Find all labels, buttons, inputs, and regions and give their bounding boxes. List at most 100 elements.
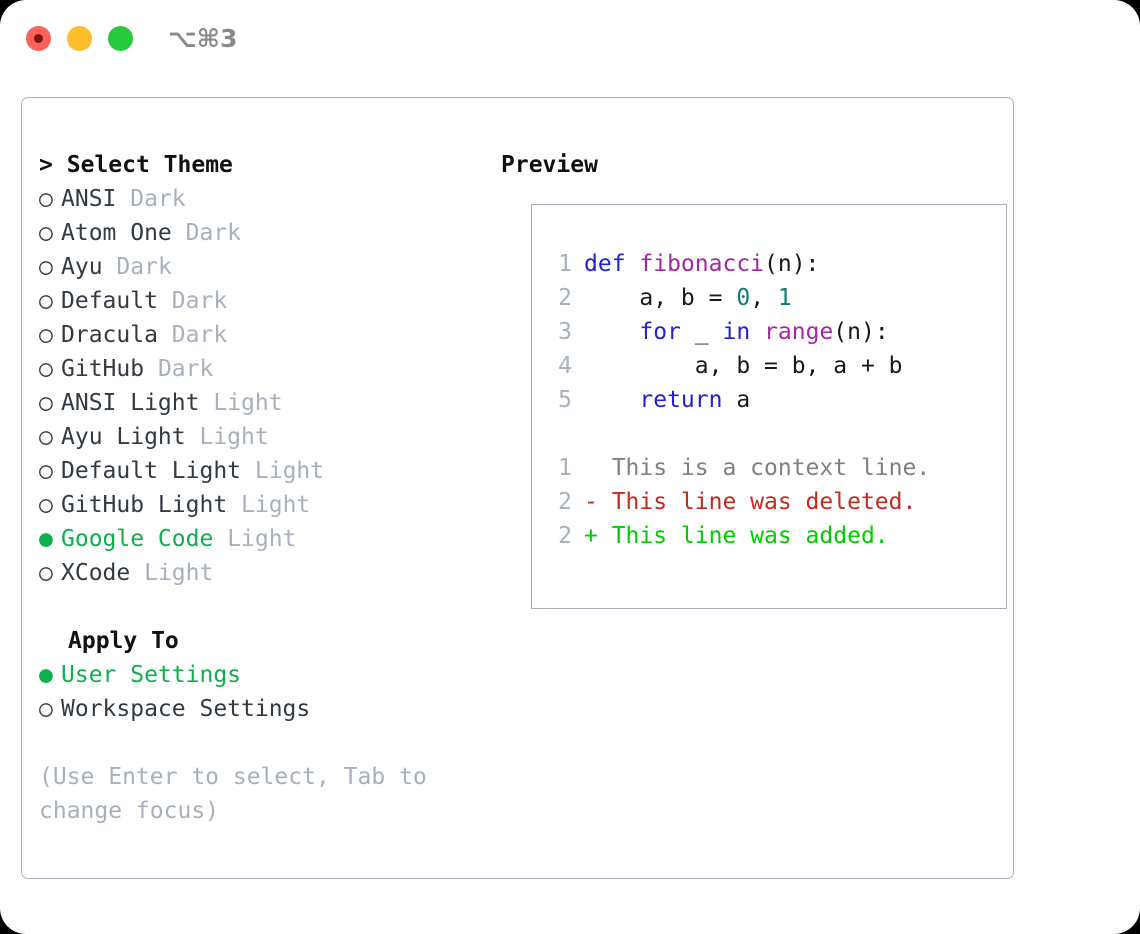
code-line-text: a, b = b, a + b	[584, 349, 903, 383]
radio-selected-icon: ●	[39, 662, 53, 688]
line-number: 3	[558, 319, 572, 345]
theme-variant-badge: Light	[254, 458, 325, 484]
keyboard-shortcut-label: ⌥⌘3	[168, 24, 238, 53]
theme-option-atom-one[interactable]: ○Atom One Dark	[39, 216, 489, 250]
theme-option-ansi[interactable]: ○ANSI Dark	[39, 182, 489, 216]
theme-option-list: ○ANSI Dark○Atom One Dark○Ayu Dark○Defaul…	[39, 182, 489, 590]
line-number: 2	[558, 285, 572, 311]
label-badge-gap	[116, 182, 130, 216]
line-number: 5	[558, 387, 572, 413]
select-theme-heading-label: Select Theme	[66, 152, 233, 178]
theme-option-label: Ayu	[61, 254, 103, 280]
code-line-text: return a	[584, 383, 750, 417]
theme-variant-badge: Dark	[130, 186, 186, 212]
code-token-kw: return	[639, 387, 723, 413]
radio-selected-icon: ●	[39, 526, 53, 552]
apply-to-heading: Apply To	[68, 628, 179, 654]
code-token-txt: _	[680, 319, 723, 345]
theme-option-default[interactable]: ○Default Dark	[39, 284, 489, 318]
radio-unselected-icon: ○	[39, 186, 53, 212]
code-line: 2 a, b = 0, 1	[546, 281, 930, 315]
theme-variant-badge: Dark	[171, 288, 228, 314]
theme-variant-badge: Light	[241, 492, 311, 518]
theme-variant-badge: Dark	[171, 322, 228, 348]
code-line-text: This is a context line.	[584, 451, 931, 485]
keyboard-hint-text: (Use Enter to select, Tab to change focu…	[39, 764, 427, 824]
theme-option-label: GitHub	[61, 356, 145, 382]
maximize-button-icon[interactable]	[108, 26, 133, 51]
radio-unselected-icon: ○	[39, 696, 53, 722]
prompt-caret-icon: >	[39, 152, 53, 178]
label-badge-gap	[103, 250, 117, 284]
minimize-button-icon[interactable]	[67, 26, 92, 51]
theme-option-default-light[interactable]: ○Default Light Light	[39, 454, 489, 488]
code-line-text: for _ in range(n):	[584, 315, 889, 349]
code-token-kw: for	[639, 319, 681, 345]
radio-unselected-icon: ○	[39, 424, 53, 450]
radio-unselected-icon: ○	[39, 220, 53, 246]
content-panel: > Select Theme ○ANSI Dark○Atom One Dark○…	[21, 97, 1014, 879]
label-badge-gap	[172, 216, 186, 250]
theme-option-ayu[interactable]: ○Ayu Dark	[39, 250, 489, 284]
theme-option-label: Google Code	[61, 526, 214, 552]
code-token-fn: range	[764, 319, 834, 345]
code-line: 4 a, b = b, a + b	[546, 349, 930, 383]
label-badge-gap	[144, 352, 158, 386]
theme-variant-badge: Dark	[157, 356, 214, 382]
diff-line: 2+ This line was added.	[546, 519, 930, 553]
line-number: 1	[558, 455, 572, 481]
code-token-txt	[584, 387, 639, 413]
theme-option-ayu-light[interactable]: ○Ayu Light Light	[39, 420, 489, 454]
theme-option-label: XCode	[61, 560, 131, 586]
code-token-txt	[750, 319, 764, 345]
apply-to-option-workspace-settings[interactable]: ○ Workspace Settings	[39, 692, 489, 726]
close-button-icon[interactable]	[26, 26, 51, 51]
code-token-fn: fibonacci	[639, 251, 765, 277]
radio-unselected-icon: ○	[39, 254, 53, 280]
apply-to-option-label: Workspace Settings	[61, 696, 311, 722]
diff-line: 2 - This line was deleted.	[546, 485, 930, 519]
label-badge-gap	[241, 454, 255, 488]
code-token-txt: (n):	[764, 251, 820, 277]
theme-option-xcode[interactable]: ○XCode Light	[39, 556, 489, 590]
select-theme-heading: > Select Theme	[39, 148, 489, 182]
theme-option-dracula[interactable]: ○ Dracula Dark	[39, 318, 489, 352]
theme-option-label: Dracula	[61, 322, 158, 348]
code-line-text: def fibonacci(n):	[584, 247, 819, 281]
theme-picker-column: > Select Theme ○ANSI Dark○Atom One Dark○…	[39, 148, 489, 828]
code-token-txt: ,	[750, 285, 778, 311]
theme-variant-badge: Light	[227, 526, 297, 552]
label-badge-gap	[158, 318, 172, 352]
theme-option-label: Atom One	[61, 220, 172, 246]
code-token-ctx: This is a context line.	[584, 455, 931, 481]
theme-option-label: Ayu Light	[61, 424, 186, 450]
apply-to-option-list: ● User Settings ○ Workspace Settings	[39, 658, 489, 726]
code-token-num: 0	[736, 285, 751, 311]
theme-variant-badge: Light	[213, 390, 283, 416]
label-badge-gap	[199, 386, 213, 420]
apply-to-option-user-settings[interactable]: ● User Settings	[39, 658, 489, 692]
theme-option-label: Default Light	[61, 458, 242, 484]
line-number: 2	[558, 489, 572, 515]
radio-unselected-icon: ○	[39, 322, 53, 348]
theme-option-ansi-light[interactable]: ○ANSI Light Light	[39, 386, 489, 420]
theme-option-github-light[interactable]: ○GitHub Light Light	[39, 488, 489, 522]
code-line-text: a, b = 0, 1	[584, 281, 791, 315]
code-line-text: + This line was added.	[584, 519, 889, 553]
code-line: 5 return a	[546, 383, 930, 417]
radio-unselected-icon: ○	[39, 390, 53, 416]
line-number: 4	[558, 353, 572, 379]
code-token-txt: (n):	[833, 319, 889, 345]
code-line-text: - This line was deleted.	[584, 485, 916, 519]
code-token-txt: a, b = b, a + b	[584, 353, 903, 379]
diff-line: 1 This is a context line.	[546, 451, 930, 485]
two-column-layout: > Select Theme ○ANSI Dark○Atom One Dark○…	[22, 98, 1013, 878]
theme-option-github[interactable]: ○GitHub Dark	[39, 352, 489, 386]
apply-to-option-label: User Settings	[61, 662, 242, 688]
theme-option-google-code[interactable]: ● Google Code Light	[39, 522, 489, 556]
code-token-txt	[584, 319, 639, 345]
radio-unselected-icon: ○	[39, 288, 53, 314]
